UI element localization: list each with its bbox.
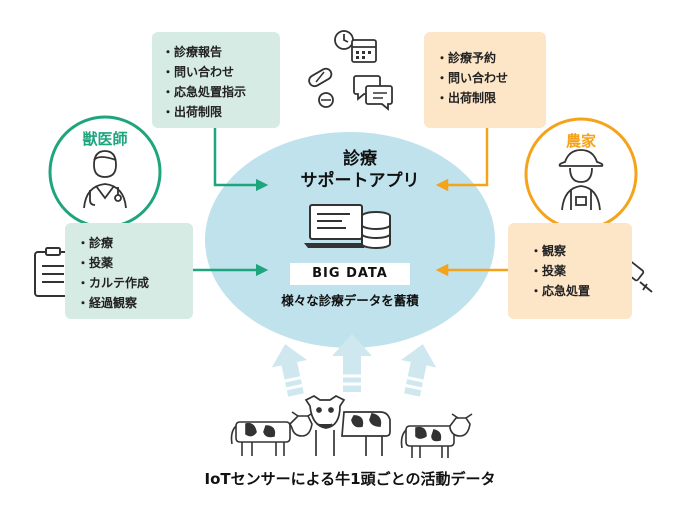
vet-incoming-item: カルテ作成 (77, 273, 193, 293)
cow-icon (304, 395, 391, 456)
farmer-to-app-arrow (435, 128, 489, 192)
vet-outgoing-item: 診療報告 (162, 42, 280, 62)
farmer-outgoing-item: 診療予約 (436, 48, 546, 68)
farmer-outgoing-item: 問い合わせ (436, 68, 546, 88)
farmer-incoming-item: 投薬 (530, 261, 632, 281)
cow-icon (400, 413, 473, 458)
vet-incoming-item: 診療 (77, 233, 193, 253)
vet-outgoing-item: 応急処置指示 (162, 82, 280, 102)
farmer-incoming-item: 観察 (530, 241, 632, 261)
vet-incoming-item: 投薬 (77, 253, 193, 273)
calendar-icon (351, 39, 377, 63)
cow-icon (230, 411, 315, 456)
farmer-incoming-item: 応急処置 (530, 281, 632, 301)
vet-outgoing-box: 診療報告 問い合わせ 応急処置指示 出荷制限 (152, 32, 280, 128)
app-title: 診療 サポートアプリ (270, 148, 450, 192)
farmer-outgoing-item: 出荷制限 (436, 88, 546, 108)
farmer-label: 農家 (565, 132, 596, 150)
chat-icon (353, 75, 393, 111)
vet-outgoing-item: 出荷制限 (162, 102, 280, 122)
iot-caption: IoTセンサーによる牛1頭ごとの活動データ (204, 470, 496, 488)
vet-to-app-arrow (213, 128, 269, 192)
bigdata-label: BIG DATA (290, 263, 410, 285)
upload-arrow-center (332, 334, 372, 392)
veterinarian-label: 獣医師 (82, 130, 128, 148)
app-title-line1: 診療 (343, 149, 377, 169)
accumulate-label: 様々な診療データを蓄積 (281, 293, 419, 308)
clock-icon (334, 30, 354, 50)
doctor-icon (83, 150, 127, 209)
upload-arrow-right (401, 344, 437, 397)
farmer-icon (558, 149, 604, 211)
farmer-incoming-box: 観察 投薬 応急処置 (508, 223, 632, 319)
laptop-icon (304, 204, 368, 248)
app-title-line2: サポートアプリ (300, 171, 420, 191)
upload-arrow-left (271, 344, 307, 397)
vet-incoming-item: 経過観察 (77, 293, 193, 313)
farmer-outgoing-box: 診療予約 問い合わせ 出荷制限 (424, 32, 546, 128)
vet-incoming-box: 診療 投薬 カルテ作成 経過観察 (65, 223, 193, 319)
database-icon (361, 211, 391, 249)
vet-outgoing-item: 問い合わせ (162, 62, 280, 82)
clipboard-icon (34, 247, 72, 297)
pills-icon (308, 67, 334, 108)
